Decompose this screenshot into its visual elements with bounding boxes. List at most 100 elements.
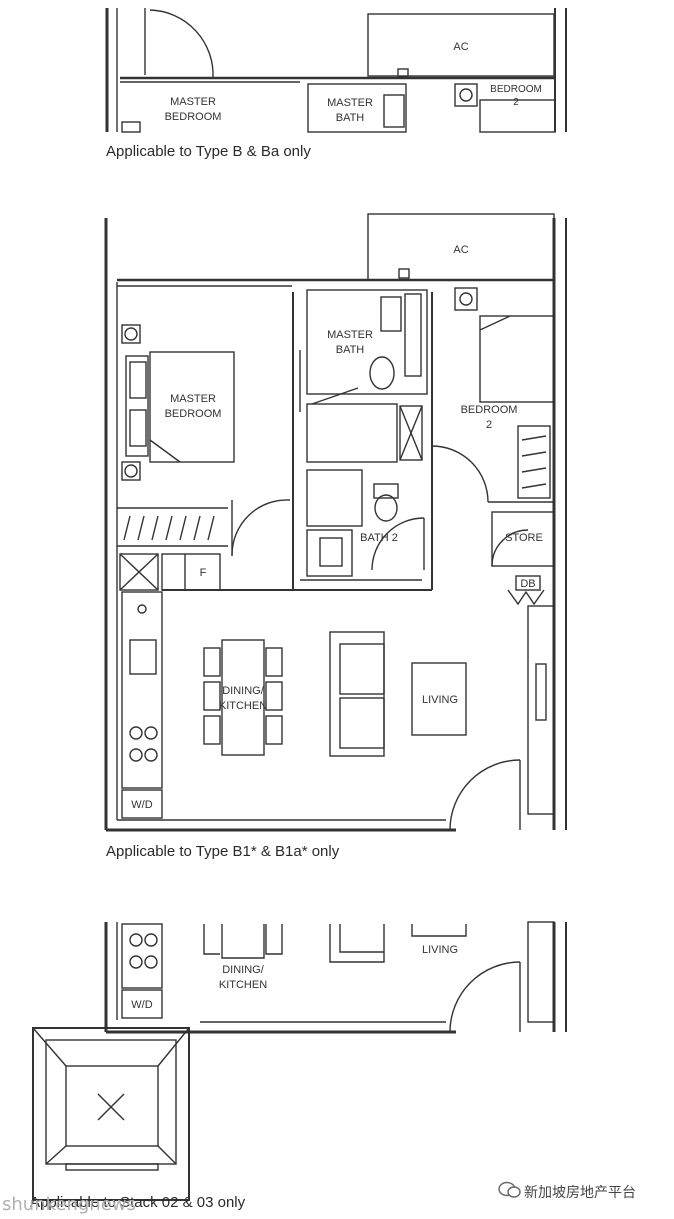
master-bath-vanity — [380, 296, 402, 332]
top-partial-plan: AC MASTER BEDROOM MASTER BATH BEDROOM 2 — [105, 8, 567, 133]
lift-cross-b — [97, 1093, 125, 1121]
kitchen-hob-box — [119, 553, 159, 591]
top-pipe — [397, 68, 409, 78]
dining-chair-3 — [203, 715, 221, 745]
caption-bottom: Applicable to Stack 02 & 03 only — [30, 1194, 246, 1211]
db-label: DB — [520, 578, 535, 590]
dining-chair-4 — [265, 647, 283, 677]
wardrobe-block — [306, 403, 398, 463]
kitchen-counter-run — [121, 591, 163, 789]
bed2-wardrobe — [517, 425, 551, 499]
bottom-living-label: LIVING — [422, 944, 458, 956]
lift-corner-1 — [32, 1027, 67, 1067]
shower-cross-b — [399, 405, 423, 461]
bath2-cabinet — [306, 469, 363, 527]
bedroom2-label-2: 2 — [486, 419, 492, 431]
bottom-burner-4-icon — [144, 955, 158, 969]
master-bath-label-2: BATH — [336, 344, 365, 356]
master-bath-door — [311, 387, 359, 405]
bottom-sofa — [329, 924, 385, 963]
top-vanity — [383, 94, 405, 128]
dining-label-2: KITCHEN — [219, 700, 267, 712]
bottom-door-swing — [449, 961, 521, 1033]
bed2-bed — [479, 315, 555, 403]
master-bedroom-label-1: MASTER — [170, 393, 216, 405]
kitchen-counter — [161, 553, 221, 591]
dining-label-1: DINING/ — [222, 685, 265, 697]
kitchen-burner-4-icon — [144, 748, 158, 762]
vent-master-2 — [121, 461, 141, 481]
bottom-wd-box — [121, 989, 163, 1019]
bottom-burner-2-icon — [144, 933, 158, 947]
top-bedroom2-label-1: BEDROOM — [490, 84, 542, 95]
brand-watermark: 新加坡房地产平台 — [524, 1185, 636, 1201]
bedroom2-label-1: BEDROOM — [461, 404, 518, 416]
kitchen-sink-drain-icon — [137, 604, 147, 614]
bath2-toilet-tank — [373, 483, 399, 499]
master-bed-headboard — [125, 355, 149, 457]
fridge-label: F — [200, 567, 207, 579]
top-vent-2 — [121, 121, 141, 133]
dining-chair-1 — [203, 647, 221, 677]
master-bath-room — [306, 289, 428, 395]
lift-corner-3 — [45, 1145, 67, 1165]
top-master-bedroom-label-2: BEDROOM — [165, 111, 222, 123]
vent-fan-icon-1 — [124, 327, 138, 341]
vent-fan-icon-2 — [124, 464, 138, 478]
master-bedroom-door-swing — [231, 499, 291, 556]
kitchen-burner-3-icon — [129, 748, 143, 762]
wd-label: W/D — [131, 799, 152, 811]
lift-corner-2 — [157, 1027, 190, 1067]
bath2-toilet-icon — [374, 494, 398, 522]
bath2-vanity — [306, 529, 353, 577]
entrance-mirror — [535, 663, 547, 721]
master-bedroom-label-2: BEDROOM — [165, 408, 222, 420]
wd-box — [121, 789, 163, 819]
bath2-door-swing — [371, 517, 425, 571]
top-vent-fan-icon — [459, 88, 473, 102]
caption-main: Applicable to Type B1* & B1a* only — [106, 843, 340, 860]
bottom-wd-label: W/D — [131, 999, 152, 1011]
bed2-door-swing — [431, 445, 489, 503]
entrance-door-swing — [449, 759, 521, 831]
bottom-partial-plan: DINING/ KITCHEN LIVING W/D — [32, 921, 567, 1201]
living-label: LIVING — [422, 694, 458, 706]
master-bath-label-1: MASTER — [327, 329, 373, 341]
chat-bubble-icon — [498, 1181, 521, 1198]
top-vent — [454, 83, 478, 107]
kitchen-burner-1-icon — [129, 726, 143, 740]
db-box — [515, 575, 541, 591]
bed2-bed-fold — [479, 315, 511, 331]
master-bath-toilet-icon — [369, 356, 395, 390]
dining-table — [221, 639, 265, 756]
top-ac-label: AC — [453, 41, 468, 53]
dining-chair-5 — [265, 681, 283, 711]
top-master-bath-label-2: BATH — [336, 112, 365, 124]
master-bed-pillow-1 — [129, 361, 147, 399]
vent-master-1 — [121, 324, 141, 344]
db-door-leaf — [507, 589, 545, 606]
top-master-bath-label-1: MASTER — [327, 97, 373, 109]
bottom-burner-3-icon — [129, 955, 143, 969]
lift-car — [65, 1065, 159, 1147]
store-label: STORE — [505, 532, 543, 544]
site-watermark: shunkengnews — [2, 1194, 136, 1215]
bottom-dining-label-1: DINING/ — [222, 964, 265, 976]
bottom-shoe-cabinet — [527, 921, 555, 1023]
master-wardrobe-hangers — [123, 515, 215, 541]
coffee-table — [411, 662, 467, 736]
top-door-swing — [149, 9, 214, 79]
main-plan: AC MASTER BATH MASTER BEDROOM BEDROOM 2 … — [104, 213, 567, 832]
store-door-swing — [491, 529, 529, 567]
dining-chair-6 — [265, 715, 283, 745]
ac-label: AC — [453, 244, 468, 256]
ac-pipe — [398, 268, 410, 279]
master-bed-fold — [149, 439, 181, 463]
bottom-kitchen-counter — [121, 923, 163, 989]
top-master-bedroom-label-1: MASTER — [170, 96, 216, 108]
ac-ledge — [367, 213, 555, 281]
bed2-wardrobe-hangers — [521, 435, 547, 489]
vent-fan-icon-3 — [459, 292, 473, 306]
master-bed — [149, 351, 235, 463]
